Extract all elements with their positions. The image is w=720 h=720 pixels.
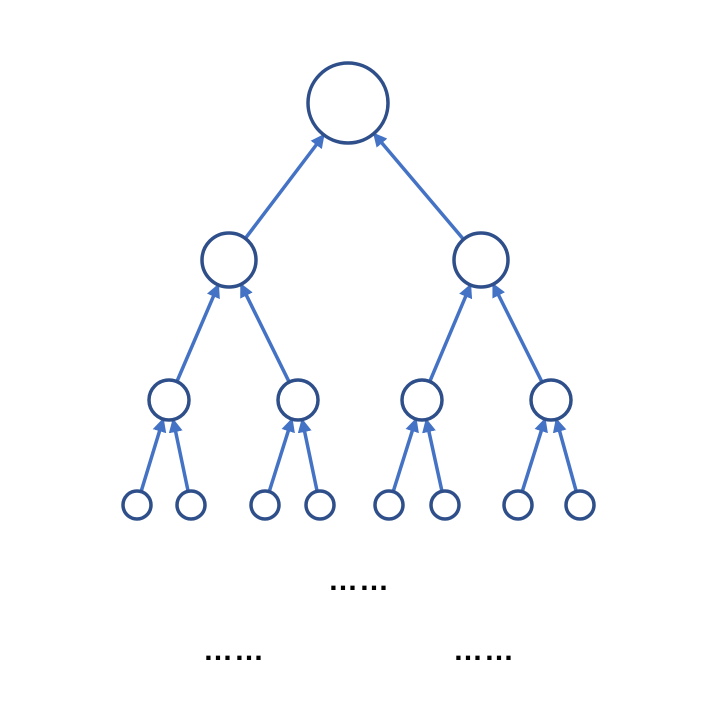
tree-nodes bbox=[121, 61, 596, 521]
tree-edge-arrow bbox=[175, 283, 220, 383]
tree-edge-arrow bbox=[491, 282, 544, 383]
tree-leaf-node bbox=[121, 489, 153, 521]
tree-node bbox=[529, 378, 573, 422]
continuation-ellipsis-center: …… bbox=[328, 564, 390, 597]
tree-leaf-node bbox=[502, 489, 534, 521]
tree-root-node bbox=[306, 61, 390, 145]
tree-node bbox=[400, 378, 444, 422]
tree-leaf-node bbox=[304, 489, 336, 521]
tree-edge-arrow bbox=[168, 418, 190, 492]
tree-edge-arrow bbox=[243, 133, 326, 240]
tree-leaf-node bbox=[564, 489, 596, 521]
continuation-ellipsis-left: …… bbox=[203, 634, 265, 667]
tree-leaf-node bbox=[249, 489, 281, 521]
tree-edge-arrow bbox=[239, 282, 291, 383]
tree-node bbox=[147, 378, 191, 422]
tree-edge-arrow bbox=[520, 417, 548, 493]
tree-leaf-node bbox=[373, 489, 405, 521]
tree-edge-arrow bbox=[267, 417, 295, 493]
tree-edge-arrow bbox=[297, 418, 319, 492]
tree-node bbox=[276, 378, 320, 422]
tree-edges bbox=[139, 132, 578, 493]
continuation-ellipsis-right: …… bbox=[453, 634, 515, 667]
tree-node bbox=[200, 231, 258, 289]
tree-edge-arrow bbox=[422, 418, 444, 492]
tree-node bbox=[452, 231, 510, 289]
tree-leaf-node bbox=[429, 489, 461, 521]
tree-edge-arrow bbox=[391, 417, 419, 493]
tree-leaf-node bbox=[175, 489, 207, 521]
tree-edge-arrow bbox=[139, 417, 167, 493]
tree-edge-arrow bbox=[428, 283, 473, 383]
tree-edge-arrow bbox=[372, 132, 465, 241]
tree-edge-arrow bbox=[552, 417, 578, 492]
